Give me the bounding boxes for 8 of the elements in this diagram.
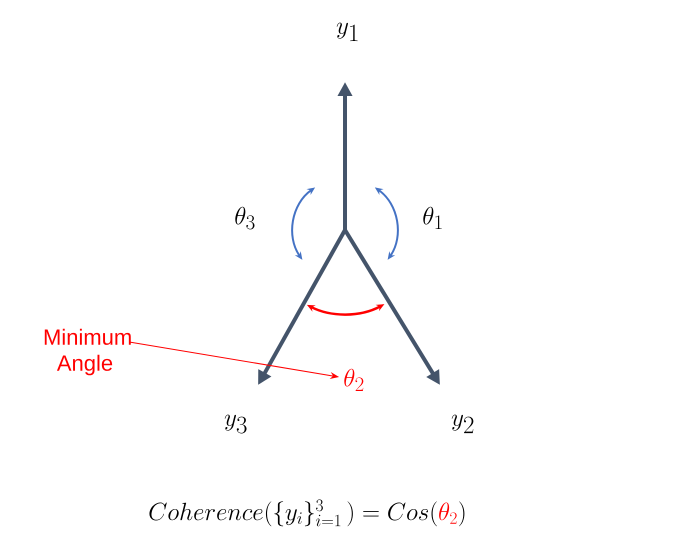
annotation-text: Minimum Angle <box>44 328 131 376</box>
angle-label: $\theta_2$ <box>344 368 364 392</box>
formula: $Coherence(\{y_i\}_{i=1}^{3}\,) = Cos($ $\theta_2$ $)$ <box>149 500 464 526</box>
vector-label: $y_3$ <box>224 414 247 434</box>
vector-label: $y_2$ <box>452 414 474 434</box>
angle-label: $\theta_3$ <box>235 206 254 230</box>
angle-label: $\theta_1$ <box>423 206 442 230</box>
vector-label: $y_1$ <box>336 22 358 42</box>
